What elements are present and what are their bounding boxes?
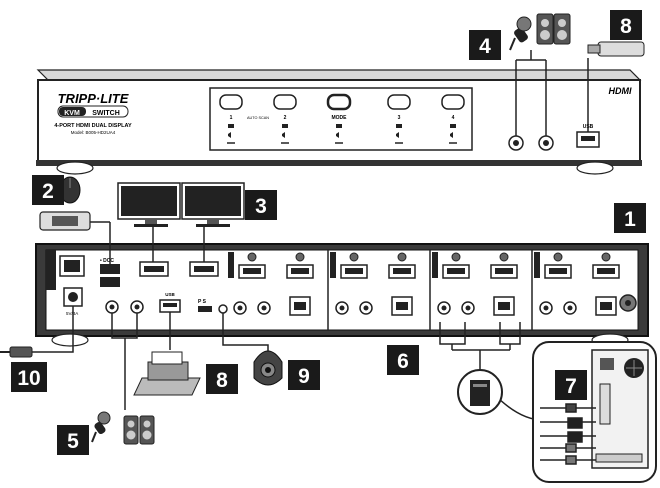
callout-number: 1 bbox=[624, 208, 636, 231]
button-label: MODE bbox=[332, 115, 348, 121]
usb-flash-drive-icon bbox=[587, 41, 645, 57]
port-button-2 bbox=[273, 94, 297, 110]
callout-badge bbox=[11, 362, 47, 392]
ps-switch bbox=[198, 306, 212, 312]
callout-badge bbox=[288, 360, 320, 390]
callout-badge bbox=[469, 30, 501, 60]
cpu-label: CPU 4 bbox=[234, 258, 239, 271]
camera-icon bbox=[253, 350, 283, 386]
hdmi-port-screw bbox=[295, 252, 305, 262]
console-usb-port-1 bbox=[100, 264, 120, 274]
switch-badge: SWITCH bbox=[92, 110, 120, 117]
hdmi-port-screw bbox=[553, 252, 563, 262]
callout-badge bbox=[387, 345, 419, 375]
callout-number: 5 bbox=[67, 430, 79, 453]
callout-badge bbox=[57, 425, 89, 455]
callout-number: 3 bbox=[255, 195, 267, 218]
dcc-label: • DCC bbox=[100, 258, 114, 264]
callout-number: 8 bbox=[216, 369, 228, 392]
console-usb-port-2 bbox=[100, 277, 120, 287]
audio-led-icon bbox=[282, 132, 285, 138]
port-button-4 bbox=[441, 94, 465, 110]
power-label: 5V/3A bbox=[66, 311, 78, 316]
button-label: 4 bbox=[452, 115, 455, 121]
speakers-icon bbox=[536, 13, 571, 45]
hdmi-port-screw bbox=[451, 252, 461, 262]
microphone-icon bbox=[91, 411, 111, 443]
brand-logo: TRIPP·LITE bbox=[58, 91, 129, 106]
button-label: 2 bbox=[284, 115, 287, 121]
callout-number: 8 bbox=[620, 15, 632, 38]
button-label: 1 bbox=[230, 115, 233, 121]
display-led-icon bbox=[282, 124, 288, 128]
display-led-icon bbox=[396, 124, 402, 128]
monitor-icon bbox=[181, 182, 245, 227]
hdmi-logo: HDMI bbox=[609, 86, 632, 96]
display-led-icon bbox=[336, 124, 342, 128]
audio-led-icon bbox=[396, 132, 399, 138]
power-adapter-icon bbox=[0, 346, 33, 358]
callout-badge bbox=[32, 175, 64, 205]
control-port bbox=[218, 304, 228, 314]
display-led-icon bbox=[450, 124, 456, 128]
autoscan-label: AUTO SCAN bbox=[247, 116, 269, 120]
callout-number: 7 bbox=[565, 375, 577, 398]
callout-badge bbox=[206, 364, 238, 394]
audio-led-icon bbox=[228, 132, 231, 138]
cpu-label: CPU 1 bbox=[540, 258, 545, 271]
mode-button bbox=[326, 93, 352, 111]
display-led-icon bbox=[228, 124, 234, 128]
button-label: 3 bbox=[398, 115, 401, 121]
cpu-label: CPU 3 bbox=[336, 258, 341, 271]
port-button-1 bbox=[219, 94, 243, 110]
callout-badge bbox=[610, 10, 642, 40]
printer-icon bbox=[133, 351, 201, 396]
callout-badge bbox=[555, 370, 587, 400]
computer-tower-icon bbox=[457, 369, 503, 415]
model-number: Model: B005-HD2UA4 bbox=[71, 130, 116, 135]
kvm-front-unit: TRIPP·LITE KVM SWITCH 4-PORT HDMI DUAL D… bbox=[36, 69, 642, 175]
callout-number: 10 bbox=[17, 367, 40, 390]
callout-number: 4 bbox=[479, 35, 491, 58]
callout-number: 2 bbox=[42, 180, 54, 203]
audio-led-icon bbox=[336, 132, 339, 138]
keyboard-adapter-icon bbox=[39, 211, 91, 231]
hdmi-port-screw bbox=[499, 252, 509, 262]
callout-number: 9 bbox=[298, 365, 310, 388]
port-button-3 bbox=[387, 94, 411, 110]
computer-detail-inset bbox=[532, 341, 657, 483]
console-usb-label: USB bbox=[165, 292, 175, 297]
speakers-icon bbox=[123, 415, 155, 445]
callout-badge bbox=[245, 190, 277, 220]
microphone-icon bbox=[509, 16, 532, 51]
ps-switch-label: P S bbox=[198, 299, 207, 305]
kvm-rear-unit: • DCC 5V/3A USB P S CPU 4 CPU 3 CPU 2 CPU 1 bbox=[35, 243, 649, 347]
callout-badge bbox=[614, 203, 646, 233]
callout-number: 6 bbox=[397, 350, 409, 373]
hdmi-port-screw bbox=[247, 252, 257, 262]
monitor-icon bbox=[117, 182, 181, 227]
product-name: 4-PORT HDMI DUAL DISPLAY bbox=[54, 123, 132, 129]
hdmi-port-screw bbox=[397, 252, 407, 262]
kvm-badge: KVM bbox=[64, 110, 80, 117]
audio-led-icon bbox=[450, 132, 453, 138]
hdmi-port-screw bbox=[349, 252, 359, 262]
cpu-label: CPU 2 bbox=[438, 258, 443, 271]
hdmi-port-screw bbox=[601, 252, 611, 262]
